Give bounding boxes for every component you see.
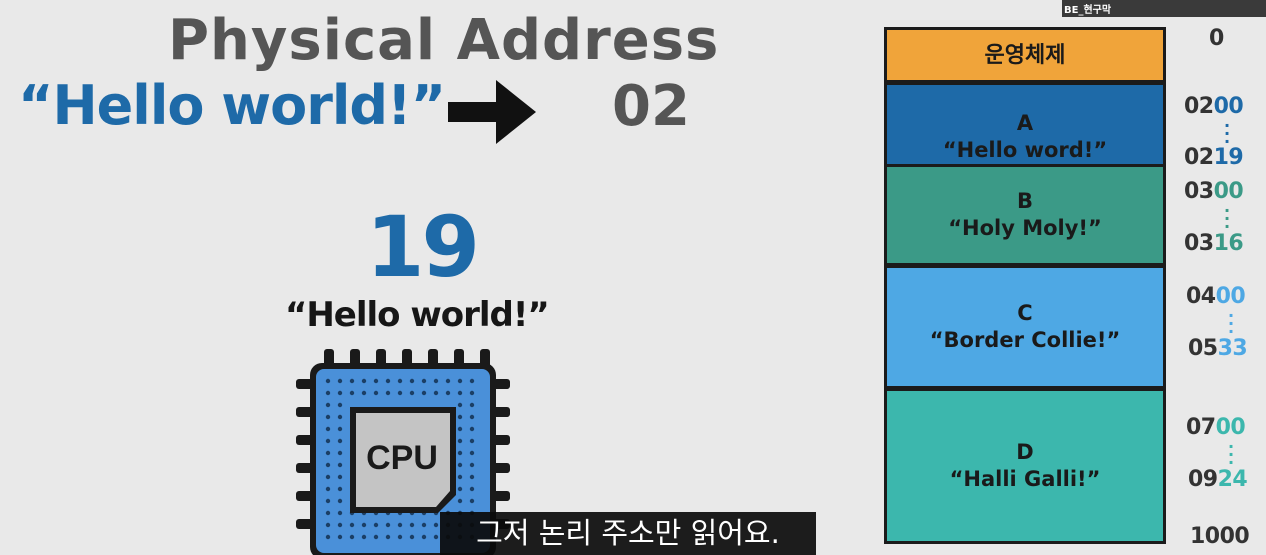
cpu-label: CPU xyxy=(366,439,438,477)
address-prefix: 07 xyxy=(1186,415,1216,440)
block-c-name: C xyxy=(1017,301,1033,325)
address-suffix: 00 xyxy=(1215,284,1246,309)
page-title: Physical Address xyxy=(168,8,720,73)
address-prefix: 04 xyxy=(1186,284,1216,309)
address-d-start: 0700 xyxy=(1186,415,1246,440)
memory-block-b: B “Holy Moly!” xyxy=(884,164,1166,266)
memory-block-d: D “Halli Galli!” xyxy=(884,388,1166,544)
offset-string: “Hello world!” xyxy=(285,295,550,335)
address-suffix: 00 xyxy=(1213,94,1244,119)
video-subtitle: 그저 논리 주소만 읽어요. xyxy=(440,512,816,555)
physical-address-value: 02 xyxy=(612,74,690,139)
ellipsis-icon: ··· xyxy=(1223,116,1231,151)
block-d-name: D xyxy=(1016,440,1034,464)
address-a-end: 0219 xyxy=(1184,145,1244,170)
cpu-chip-icon: CPU xyxy=(296,349,510,555)
address-c-start: 0400 xyxy=(1186,284,1246,309)
arrow-right-icon xyxy=(448,80,536,144)
address-prefix: 05 xyxy=(1188,336,1218,361)
address-prefix: 03 xyxy=(1184,179,1214,204)
block-a-name: A xyxy=(1016,111,1034,135)
address-prefix: 09 xyxy=(1188,467,1218,492)
block-b-text: “Holy Moly!” xyxy=(948,216,1102,240)
address-top: 0 xyxy=(1209,26,1224,51)
address-suffix: 33 xyxy=(1217,336,1248,361)
block-a-text: “Hello word!” xyxy=(942,138,1108,162)
address-suffix: 19 xyxy=(1213,145,1244,170)
address-prefix: 02 xyxy=(1184,145,1214,170)
os-label: 운영체제 xyxy=(984,42,1066,68)
offset-value: 19 xyxy=(366,198,480,296)
ellipsis-icon: ··· xyxy=(1227,437,1235,472)
address-bottom: 1000 xyxy=(1190,524,1250,549)
address-suffix: 00 xyxy=(1213,179,1244,204)
ellipsis-icon: ··· xyxy=(1223,201,1231,236)
address-a-start: 0200 xyxy=(1184,94,1244,119)
block-c-text: “Border Collie!” xyxy=(929,328,1121,352)
block-d-text: “Halli Galli!” xyxy=(949,467,1101,491)
memory-block-c: C “Border Collie!” xyxy=(884,265,1166,389)
webcam-overlay: BE_현구막 xyxy=(1062,0,1266,17)
ellipsis-icon: ··· xyxy=(1227,306,1235,341)
address-suffix: 00 xyxy=(1215,415,1246,440)
address-prefix: 02 xyxy=(1184,94,1214,119)
address-suffix: 16 xyxy=(1213,231,1244,256)
source-string: “Hello world!” xyxy=(18,74,446,137)
address-prefix: 03 xyxy=(1184,231,1214,256)
address-b-start: 0300 xyxy=(1184,179,1244,204)
address-c-end: 0533 xyxy=(1188,336,1248,361)
block-b-name: B xyxy=(1016,189,1033,213)
address-b-end: 0316 xyxy=(1184,231,1244,256)
os-block: 운영체제 xyxy=(884,27,1166,83)
webcam-label: BE_현구막 xyxy=(1064,5,1112,16)
address-d-end: 0924 xyxy=(1188,467,1248,492)
address-suffix: 24 xyxy=(1217,467,1248,492)
